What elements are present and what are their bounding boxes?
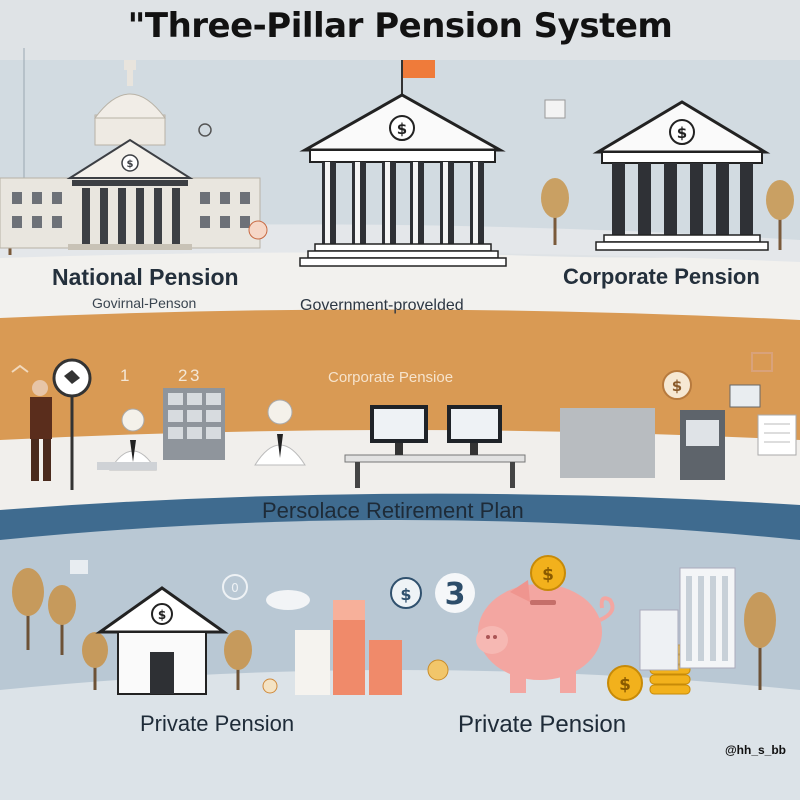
coin-icon — [427, 659, 449, 681]
private-pension-right-label: Private Pension — [458, 711, 627, 738]
frame-icon — [751, 352, 773, 372]
svg-text:$: $ — [677, 124, 687, 142]
tree-icon — [766, 180, 794, 250]
svg-text:$: $ — [619, 675, 631, 695]
cloud-icon — [266, 590, 310, 610]
svg-text:$: $ — [397, 120, 407, 138]
government-bank-icon: $ — [299, 60, 507, 267]
tier1-band — [0, 238, 800, 320]
signpost-icon — [52, 358, 92, 490]
person-icon — [30, 380, 52, 481]
svg-text:$: $ — [542, 565, 554, 585]
coin-icon: $ — [662, 370, 692, 400]
number-one-label: 1 — [120, 366, 130, 385]
svg-text:$: $ — [158, 608, 166, 622]
retirement-plan-label: Persolace Retirement Plan — [262, 498, 524, 523]
badge-icon — [262, 678, 278, 694]
number-two-label: 2 — [178, 366, 188, 385]
piggy-bank-icon — [476, 580, 615, 693]
laptop-icon — [729, 384, 761, 408]
atm-icon — [560, 408, 725, 480]
desk-icon — [344, 405, 526, 488]
number-three-label: 3 — [190, 366, 200, 385]
dollar-badge-icon: $ — [390, 577, 422, 609]
note-icon — [70, 560, 88, 574]
tree-icon — [48, 585, 76, 655]
badge-icon — [248, 220, 268, 240]
arrow-icon — [11, 364, 29, 373]
svg-text:$: $ — [672, 377, 682, 395]
svg-text:3: 3 — [445, 577, 466, 612]
tree-icon — [744, 592, 776, 690]
house-icon: $ — [95, 586, 229, 695]
number-badge: 3 — [435, 573, 475, 613]
government-provided-label: Government-provelded — [300, 297, 464, 314]
gauge-icon: 0 — [222, 574, 248, 600]
coin-icon: $ — [530, 555, 566, 591]
svg-text:$: $ — [400, 585, 411, 604]
worker-icon — [254, 399, 306, 466]
tier3-foreground — [0, 670, 800, 800]
national-pension-label: National Pension — [52, 264, 239, 290]
svg-text:0: 0 — [231, 581, 239, 595]
office-building-icon — [639, 567, 736, 671]
national-pension-sublabel: Govirnal-Penson — [92, 295, 197, 311]
corporate-pension-label: Corporate Pension — [563, 264, 760, 289]
private-pension-left-label: Private Pension — [140, 711, 295, 736]
tree-icon — [224, 630, 252, 690]
author-handle: @hh_s_bb — [724, 743, 786, 757]
house-icon — [544, 99, 566, 119]
tree-icon — [82, 632, 108, 690]
growth-bars-icon — [295, 600, 402, 695]
capitol-building-icon: $ — [0, 60, 261, 250]
worker-icon — [97, 408, 157, 471]
flag-icon — [403, 60, 435, 78]
svg-text:$: $ — [127, 159, 134, 170]
document-icon — [757, 414, 797, 456]
page-title: "Three-Pillar Pension System — [127, 6, 673, 46]
tree-icon — [541, 178, 569, 245]
cabinet-icon — [163, 388, 225, 460]
coin-icon — [198, 123, 212, 137]
tree-icon — [12, 568, 44, 650]
corporate-bank-icon: $ — [592, 100, 771, 251]
corporate-pension-sublabel: Corporate Pensioe — [328, 369, 454, 386]
coin-icon: $ — [607, 665, 643, 701]
